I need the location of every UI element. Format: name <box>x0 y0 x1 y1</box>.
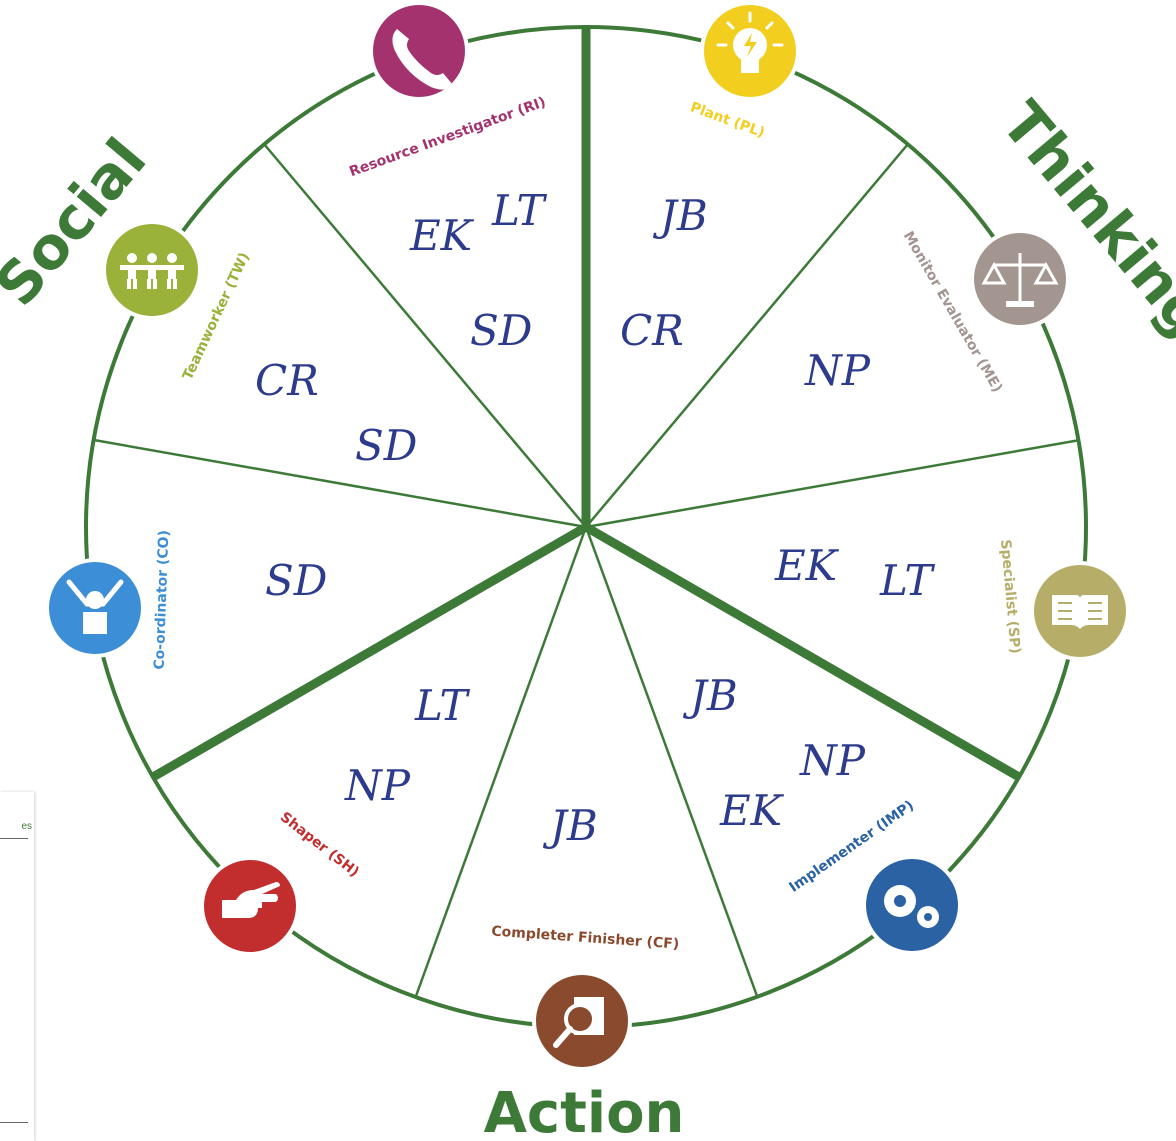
people-chain-icon <box>102 220 202 320</box>
initials-pl-2: CR <box>620 306 684 355</box>
initials-pl-1: JB <box>652 191 708 240</box>
scales-icon <box>970 229 1070 329</box>
initials-tw-2: SD <box>355 421 417 470</box>
role-label-cf: Completer Finisher (CF) <box>491 923 680 952</box>
initials-me-1: NP <box>804 346 871 395</box>
initials-ri-3: SD <box>470 306 532 355</box>
initials-co-1: SD <box>265 556 327 605</box>
role-label-sh: Shaper (SH) <box>277 809 362 880</box>
side-document-rule <box>0 838 28 839</box>
initials-ri-2: LT <box>491 186 547 235</box>
initials-tw-1: CR <box>255 356 319 405</box>
conductor-icon <box>45 558 145 658</box>
side-document-rule-bottom <box>0 1122 28 1123</box>
initials-ri-1: EK <box>409 211 475 260</box>
pointing-hand-icon <box>200 856 300 956</box>
initials-cf-1: JB <box>542 801 598 850</box>
magnifier-document-icon <box>532 971 632 1071</box>
category-dividers <box>150 27 1022 781</box>
book-icon <box>1030 561 1130 661</box>
initials-imp-1: JB <box>682 671 738 720</box>
telephone-icon <box>369 1 469 101</box>
gears-icon <box>862 855 962 955</box>
initials-imp-2: NP <box>799 736 866 785</box>
role-label-pl: Plant (PL) <box>688 99 767 141</box>
side-document-title: es <box>21 821 32 832</box>
side-document: es <box>0 792 34 1141</box>
initials-sp-2: LT <box>879 556 935 605</box>
initials-sh-2: NP <box>344 761 411 810</box>
initials-sp-1: EK <box>774 541 840 590</box>
role-label-ri: Resource Investigator (RI) <box>347 94 548 180</box>
sector-dividers <box>93 143 1081 997</box>
role-label-co: Co-ordinator (CO) <box>152 530 173 670</box>
category-action: Action <box>484 1081 685 1141</box>
initials-imp-3: EK <box>719 786 785 835</box>
role-label-sp: Specialist (SP) <box>997 539 1023 655</box>
light-bulb-icon <box>700 1 800 101</box>
initials-sh-1: LT <box>414 681 470 730</box>
